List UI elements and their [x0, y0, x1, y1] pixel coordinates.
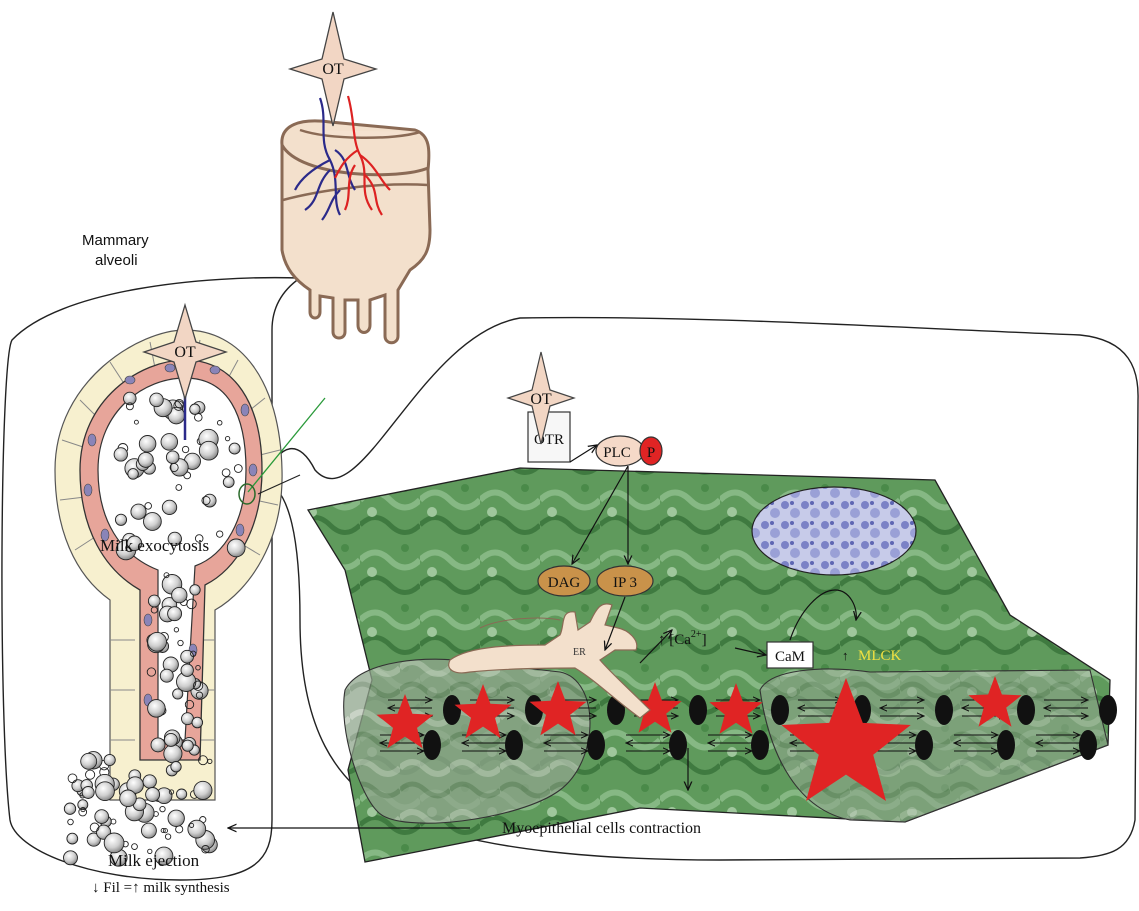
milk-droplet: [160, 806, 165, 811]
milk-droplet: [150, 393, 164, 407]
milk-droplet: [148, 632, 167, 651]
milk-droplet: [146, 788, 160, 802]
mammary-alveoli-label-line1: Mammary: [82, 232, 149, 249]
dense-body: [935, 695, 953, 725]
milk-droplet: [190, 585, 200, 595]
milk-droplet: [95, 810, 109, 824]
milk-droplet: [128, 469, 139, 480]
milk-droplet: [120, 790, 137, 807]
milk-droplet: [82, 787, 94, 799]
milk-droplet: [194, 781, 212, 799]
dense-body: [751, 730, 769, 760]
milk-droplet: [172, 587, 187, 602]
dense-body: [915, 730, 933, 760]
milk-droplet: [64, 803, 75, 814]
myoepithelial-contraction-label: Myoepithelial cells contraction: [502, 820, 701, 838]
p-node: P: [640, 437, 662, 465]
milk-droplet: [138, 452, 153, 467]
dense-body: [1079, 730, 1097, 760]
milk-droplet: [177, 789, 187, 799]
ot-star-top: OT: [290, 12, 376, 126]
milk-droplet: [161, 434, 178, 451]
milk-droplet: [227, 539, 245, 557]
dense-body: [1099, 695, 1117, 725]
dense-body: [1017, 695, 1035, 725]
myoepithelial-cell: [308, 468, 1110, 862]
milk-droplet: [181, 664, 193, 676]
milk-droplet: [162, 500, 176, 514]
milk-droplet: [160, 669, 173, 682]
cam-label: CaM: [775, 649, 805, 665]
milk-droplet: [90, 823, 99, 832]
dense-body: [423, 730, 441, 760]
milk-droplet: [81, 753, 97, 769]
milk-droplet: [164, 745, 182, 763]
milk-droplet: [168, 607, 182, 621]
plc-label: PLC: [603, 445, 631, 461]
nucleus: [752, 487, 916, 575]
milk-droplet: [223, 477, 234, 488]
dag-label: DAG: [548, 575, 581, 591]
er-label: ER: [573, 647, 586, 658]
milk-droplet: [165, 834, 170, 839]
milk-droplet: [151, 738, 165, 752]
milk-droplet: [141, 823, 156, 838]
mlck-arrow: ↑: [842, 648, 849, 663]
ot-receptor: OTR: [528, 412, 570, 462]
milk-droplet: [104, 754, 115, 765]
milk-droplet: [171, 762, 181, 772]
milk-droplet: [114, 448, 127, 461]
milk-droplet: [188, 820, 206, 838]
milk-droplet: [96, 782, 115, 801]
nerve-terminal: [282, 96, 430, 343]
milk-droplet: [67, 833, 78, 844]
ot-label-receptor: OT: [530, 391, 552, 408]
milk-droplet: [144, 513, 162, 531]
p-label: P: [647, 445, 655, 461]
fil-milk-synthesis-label: ↓ Fil =↑ milk synthesis: [92, 880, 230, 897]
plc-node: PLC: [596, 436, 644, 466]
milk-droplet: [143, 775, 156, 788]
dense-body: [587, 730, 605, 760]
milk-droplet: [164, 733, 177, 746]
milk-droplet: [166, 451, 179, 464]
dense-body: [997, 730, 1015, 760]
milk-droplet: [104, 833, 124, 853]
milk-droplet: [68, 819, 74, 825]
ot-label-top: OT: [322, 61, 344, 78]
ip3-node: IP 3: [597, 566, 653, 596]
milk-droplet: [192, 717, 203, 728]
dense-body: [771, 695, 789, 725]
milk-droplet: [68, 774, 77, 783]
milk-droplet: [148, 700, 166, 718]
milk-droplet: [148, 595, 160, 607]
milk-droplet: [139, 436, 156, 453]
ot-label-alveolus: OT: [174, 344, 196, 361]
mammary-alveoli-label-line2: alveoli: [95, 252, 138, 269]
milk-droplet: [190, 404, 200, 414]
milk-droplet: [115, 514, 126, 525]
ip3-label: IP 3: [613, 575, 637, 591]
milk-droplet: [182, 740, 193, 751]
milk-droplet: [132, 844, 138, 850]
milk-ejection-label: Milk ejection: [108, 851, 200, 870]
milk-droplet: [131, 504, 146, 519]
milk-droplet: [168, 810, 184, 826]
dense-body: [443, 695, 461, 725]
milk-exocytosis-label: Milk exocytosis: [100, 536, 209, 555]
dense-body: [669, 730, 687, 760]
milk-droplet: [64, 851, 78, 865]
milk-droplet: [199, 441, 218, 460]
dag-node: DAG: [538, 566, 590, 596]
milk-droplet: [86, 770, 95, 779]
cam-node: CaM: [767, 642, 813, 668]
arrow-otr-plc: [570, 445, 597, 462]
dense-body: [689, 695, 707, 725]
milk-droplet: [229, 443, 240, 454]
mlck-label: MLCK: [858, 648, 902, 664]
dense-body: [505, 730, 523, 760]
